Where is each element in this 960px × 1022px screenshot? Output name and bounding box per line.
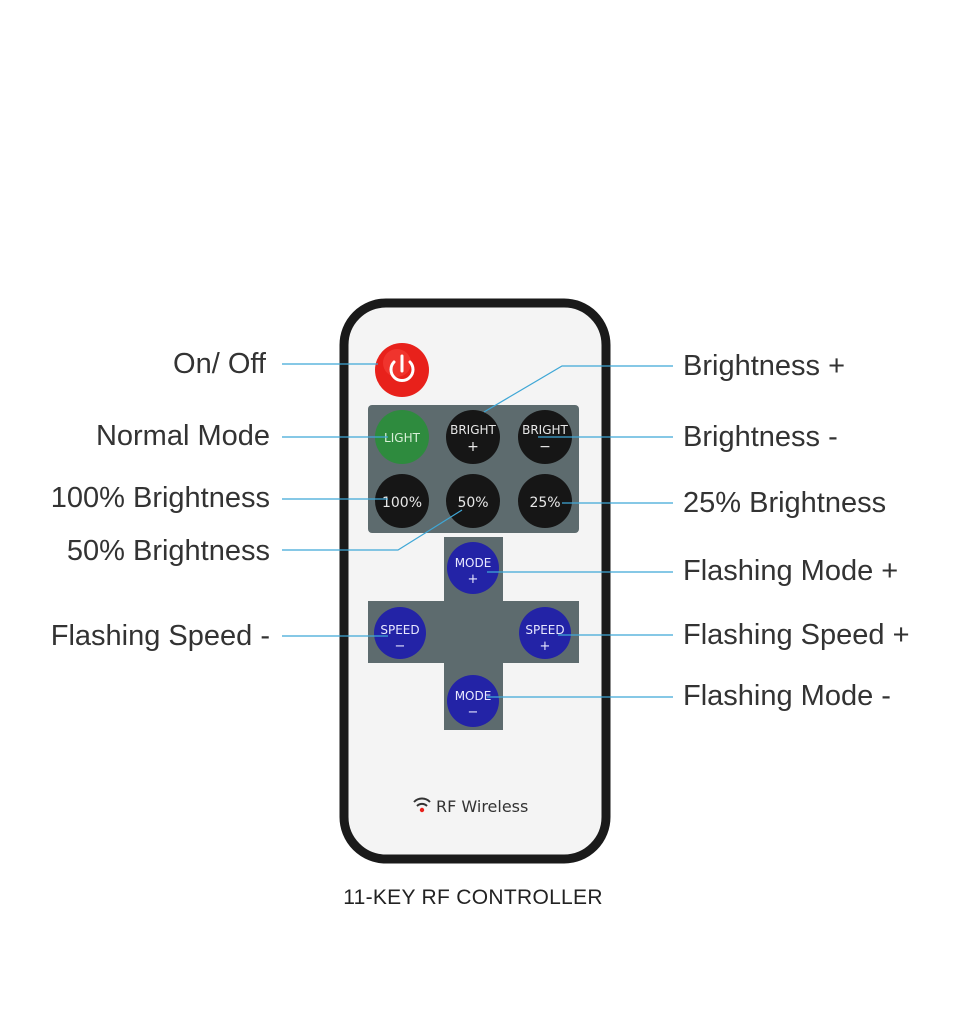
mode-minus-key-label: MODE	[455, 689, 492, 703]
brightness-25-key-label: 25%	[529, 495, 560, 511]
label-brightness-25: 25% Brightness	[683, 489, 886, 518]
brightness-100-key[interactable]: 100%	[375, 474, 429, 528]
mode-minus-key[interactable]: MODE −	[447, 675, 499, 727]
brightness-100-key-label: 100%	[382, 495, 422, 511]
label-flashing-mode-plus: Flashing Mode +	[683, 557, 898, 586]
label-brightness-minus: Brightness -	[683, 423, 838, 452]
label-on-off: On/ Off	[173, 350, 266, 379]
bright-minus-key-sign: −	[539, 439, 551, 455]
light-key-label: LIGHT	[384, 431, 421, 445]
bright-plus-key-label: BRIGHT	[450, 423, 496, 437]
diagram-caption: 11-KEY RF CONTROLLER	[0, 886, 946, 910]
label-brightness-50: 50% Brightness	[67, 537, 270, 566]
speed-minus-key-label: SPEED	[380, 623, 419, 637]
label-flashing-speed-minus: Flashing Speed -	[51, 622, 270, 651]
label-flashing-speed-plus: Flashing Speed +	[683, 621, 910, 650]
bright-minus-key-label: BRIGHT	[522, 423, 568, 437]
brightness-25-key[interactable]: 25%	[518, 474, 572, 528]
mode-plus-key[interactable]: MODE +	[447, 542, 499, 594]
speed-minus-key-sign: −	[395, 639, 406, 654]
speed-minus-key[interactable]: SPEED −	[374, 607, 426, 659]
label-flashing-mode-minus: Flashing Mode -	[683, 682, 891, 711]
speed-plus-key[interactable]: SPEED +	[519, 607, 571, 659]
label-brightness-plus: Brightness +	[683, 352, 845, 381]
brightness-50-key-label: 50%	[457, 495, 488, 511]
label-normal-mode: Normal Mode	[96, 422, 270, 451]
speed-plus-key-sign: +	[540, 639, 551, 654]
rf-wireless-brand: RF Wireless	[436, 797, 528, 816]
mode-plus-key-sign: +	[468, 572, 479, 587]
mode-plus-key-label: MODE	[455, 556, 492, 570]
mode-minus-key-sign: −	[468, 705, 479, 720]
bright-plus-key-sign: +	[467, 439, 479, 455]
bright-plus-key[interactable]: BRIGHT +	[446, 410, 500, 464]
brightness-50-key[interactable]: 50%	[446, 474, 500, 528]
label-brightness-100: 100% Brightness	[51, 484, 270, 513]
power-key[interactable]	[375, 343, 429, 397]
